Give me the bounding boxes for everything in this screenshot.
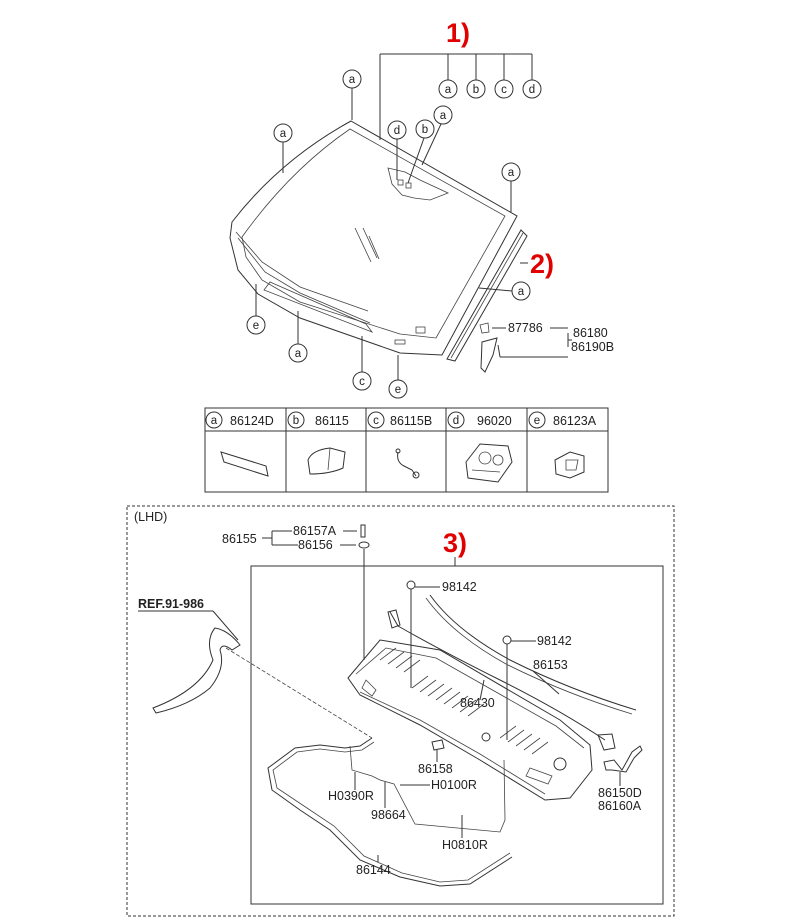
svg-text:a: a bbox=[295, 348, 302, 360]
part-87786: 87786 bbox=[508, 321, 543, 335]
svg-text:86115B: 86115B bbox=[390, 414, 432, 428]
svg-text:86115: 86115 bbox=[315, 414, 349, 428]
wire-clip-icon bbox=[397, 451, 417, 477]
legend-cell-b: b 86115 bbox=[287, 411, 349, 429]
top-circle-a: a bbox=[438, 79, 458, 99]
svg-text:REF.91-986: REF.91-986 bbox=[138, 597, 204, 611]
marker-a-right: a bbox=[501, 162, 521, 212]
part-h0810r: H0810R bbox=[442, 838, 488, 852]
legend-cell-d: d 96020 bbox=[447, 411, 512, 429]
part-86144: 86144 bbox=[356, 863, 391, 877]
clip-part bbox=[480, 337, 498, 373]
svg-text:d: d bbox=[394, 125, 400, 137]
cowl-top-cover bbox=[347, 639, 593, 801]
part-86155: 86155 bbox=[222, 532, 257, 546]
legend-cell-c: c 86115B bbox=[367, 411, 432, 429]
top-circle-d: d bbox=[522, 79, 542, 99]
block-pad-icon bbox=[307, 447, 346, 475]
bolt-98142-lower: 98142 bbox=[502, 634, 572, 740]
svg-text:c: c bbox=[373, 415, 379, 427]
marker-a-top: a bbox=[342, 69, 362, 120]
marker-e-bottom: e bbox=[388, 355, 408, 399]
part-86430: 86430 bbox=[460, 696, 495, 710]
svg-text:d: d bbox=[529, 84, 535, 96]
callout-3: 3) bbox=[443, 528, 467, 558]
cowl-inner-box bbox=[250, 565, 664, 905]
top-circle-b: b bbox=[466, 79, 486, 99]
svg-text:96020: 96020 bbox=[477, 414, 512, 428]
part-h0390r: H0390R bbox=[328, 789, 374, 803]
top-circle-c: c bbox=[494, 79, 514, 99]
svg-text:b: b bbox=[293, 415, 299, 427]
svg-text:e: e bbox=[253, 320, 259, 332]
marker-a-left: a bbox=[273, 123, 293, 173]
svg-text:a: a bbox=[445, 84, 452, 96]
part-86157a: 86157A bbox=[293, 524, 337, 538]
svg-text:86123A: 86123A bbox=[553, 414, 597, 428]
marker-b-sensor: b bbox=[407, 119, 435, 184]
svg-text:e: e bbox=[534, 415, 540, 427]
fastener-labels: 86155 86157A 86156 bbox=[222, 524, 370, 660]
lhd-frame: (LHD) bbox=[126, 505, 675, 917]
part-h0100r: H0100R bbox=[431, 778, 477, 792]
svg-text:a: a bbox=[349, 74, 356, 86]
part-98142-lower: 98142 bbox=[537, 634, 572, 648]
svg-text:c: c bbox=[359, 376, 365, 388]
marker-a-bottom: a bbox=[288, 311, 308, 363]
svg-text:a: a bbox=[518, 286, 525, 298]
windshield-glass-inner bbox=[241, 128, 506, 339]
part-86153: 86153 bbox=[533, 658, 568, 672]
marker-d-sensor: d bbox=[387, 120, 407, 180]
cowl-grille bbox=[379, 647, 549, 755]
cowl-weatherstrip bbox=[429, 594, 637, 711]
bolt-98142-upper: 98142 bbox=[406, 580, 477, 688]
callout-1: 1) bbox=[446, 18, 470, 48]
marker-e-left: e bbox=[246, 284, 266, 335]
hood-edge bbox=[152, 627, 241, 714]
svg-text:a: a bbox=[211, 415, 218, 427]
lhd-label: (LHD) bbox=[134, 510, 167, 524]
sensor-chip-1 bbox=[397, 179, 404, 186]
legend-cell-a: a 86124D bbox=[205, 411, 274, 429]
sensor-cover bbox=[387, 167, 450, 201]
ref-label: REF.91-986 bbox=[138, 597, 239, 641]
windshield-glass-outer bbox=[229, 120, 518, 356]
wiper-cable bbox=[389, 611, 606, 741]
svg-text:a: a bbox=[280, 128, 287, 140]
windshield-group bbox=[229, 120, 528, 373]
svg-text:b: b bbox=[473, 84, 479, 96]
pad-strip-icon bbox=[220, 451, 269, 477]
marker-a-moulding: a bbox=[478, 281, 531, 301]
marker-a-sensor: a bbox=[421, 105, 453, 166]
clip-retainer-icon bbox=[554, 451, 585, 479]
svg-text:a: a bbox=[508, 167, 515, 179]
marker-c-bottom: c bbox=[352, 336, 372, 391]
svg-text:86124D: 86124D bbox=[230, 414, 274, 428]
part-86156: 86156 bbox=[298, 538, 333, 552]
part-86158: 86158 bbox=[418, 762, 453, 776]
callout-2: 2) bbox=[530, 249, 554, 279]
moulding-part-labels: 87786 86180 86190B bbox=[492, 321, 614, 358]
sensor-bracket-icon bbox=[465, 443, 513, 483]
sensor-chip-2 bbox=[405, 182, 412, 189]
legend-table: a 86124D b 86115 c 86115B d 96020 e 8612… bbox=[204, 407, 609, 493]
part-86150d: 86150D bbox=[598, 786, 642, 800]
part-86190b: 86190B bbox=[571, 340, 614, 354]
svg-text:d: d bbox=[453, 415, 459, 427]
svg-text:c: c bbox=[501, 84, 507, 96]
side-moulding bbox=[446, 229, 528, 362]
end-cap-part bbox=[603, 745, 643, 773]
part-98142-upper: 98142 bbox=[442, 580, 477, 594]
callout-1-bracket bbox=[379, 53, 533, 140]
svg-text:b: b bbox=[422, 124, 428, 136]
svg-text:e: e bbox=[395, 384, 401, 396]
washer-hose bbox=[267, 737, 513, 887]
legend-cell-e: e 86123A bbox=[528, 411, 597, 429]
svg-text:a: a bbox=[440, 110, 447, 122]
part-98664: 98664 bbox=[371, 808, 406, 822]
part-86160a: 86160A bbox=[598, 799, 642, 813]
part-86180: 86180 bbox=[573, 326, 608, 340]
